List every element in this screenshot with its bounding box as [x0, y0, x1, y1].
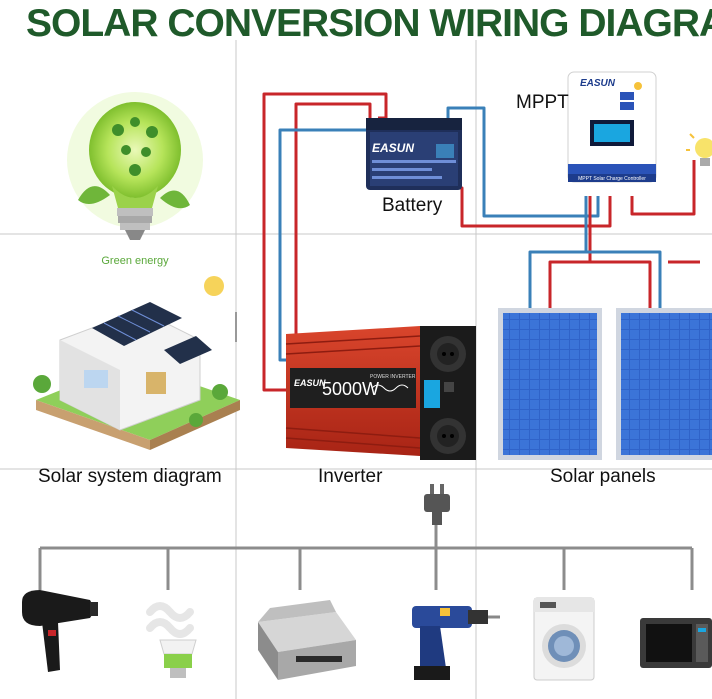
- wire-blue-battery-inverter: [278, 128, 366, 362]
- inverter-heading: POWER INVERTER: [370, 374, 416, 380]
- battery-label: Battery: [382, 195, 443, 216]
- battery-device: EASUN: [366, 118, 462, 190]
- lamp-icon: [686, 133, 712, 166]
- dc-wiring: [262, 92, 700, 392]
- green-energy-bulb-icon: Green energy: [67, 92, 203, 267]
- bulb-caption: Green energy: [101, 255, 169, 267]
- washing-machine-icon: [533, 597, 595, 681]
- wire-red-panel-link: [590, 260, 652, 310]
- solar-house-icon: [33, 276, 240, 450]
- inverter-device: EASUN 5000W POWER INVERTER: [285, 326, 476, 460]
- grid-lines: [0, 40, 712, 699]
- printer-icon: [258, 600, 356, 680]
- solar-panels-label: Solar panels: [550, 466, 656, 487]
- mppt-brand: EASUN: [580, 78, 616, 89]
- mppt-front-text: MPPT Solar Charge Controller: [578, 176, 646, 182]
- wire-red-mppt-load: [630, 160, 696, 216]
- ac-bus: [38, 524, 694, 590]
- inverter-label: Inverter: [318, 466, 383, 487]
- solar-panel-right: [616, 308, 712, 460]
- solar-system-label: Solar system diagram: [38, 466, 222, 487]
- hair-dryer-icon: [22, 590, 98, 672]
- inverter-rating: 5000W: [322, 379, 379, 399]
- battery-brand: EASUN: [372, 141, 414, 155]
- power-drill-icon: [412, 606, 500, 680]
- mppt-label: MPPT: [516, 92, 569, 113]
- wire-blue-battery-mppt: [446, 106, 600, 218]
- microwave-oven-icon: [640, 618, 712, 668]
- wire-red-mppt-panels: [548, 196, 592, 310]
- cfl-bulb-icon: [146, 602, 197, 678]
- ac-plug-icon: [424, 484, 450, 525]
- inverter-brand: EASUN: [294, 378, 326, 388]
- mppt-controller-device: EASUN MPPT Solar Charge Controller: [567, 71, 657, 183]
- solar-panel-left: [498, 308, 602, 460]
- page-title: SOLAR CONVERSION WIRING DIAGRAM: [26, 2, 712, 45]
- wire-blue-panel-link: [540, 250, 662, 310]
